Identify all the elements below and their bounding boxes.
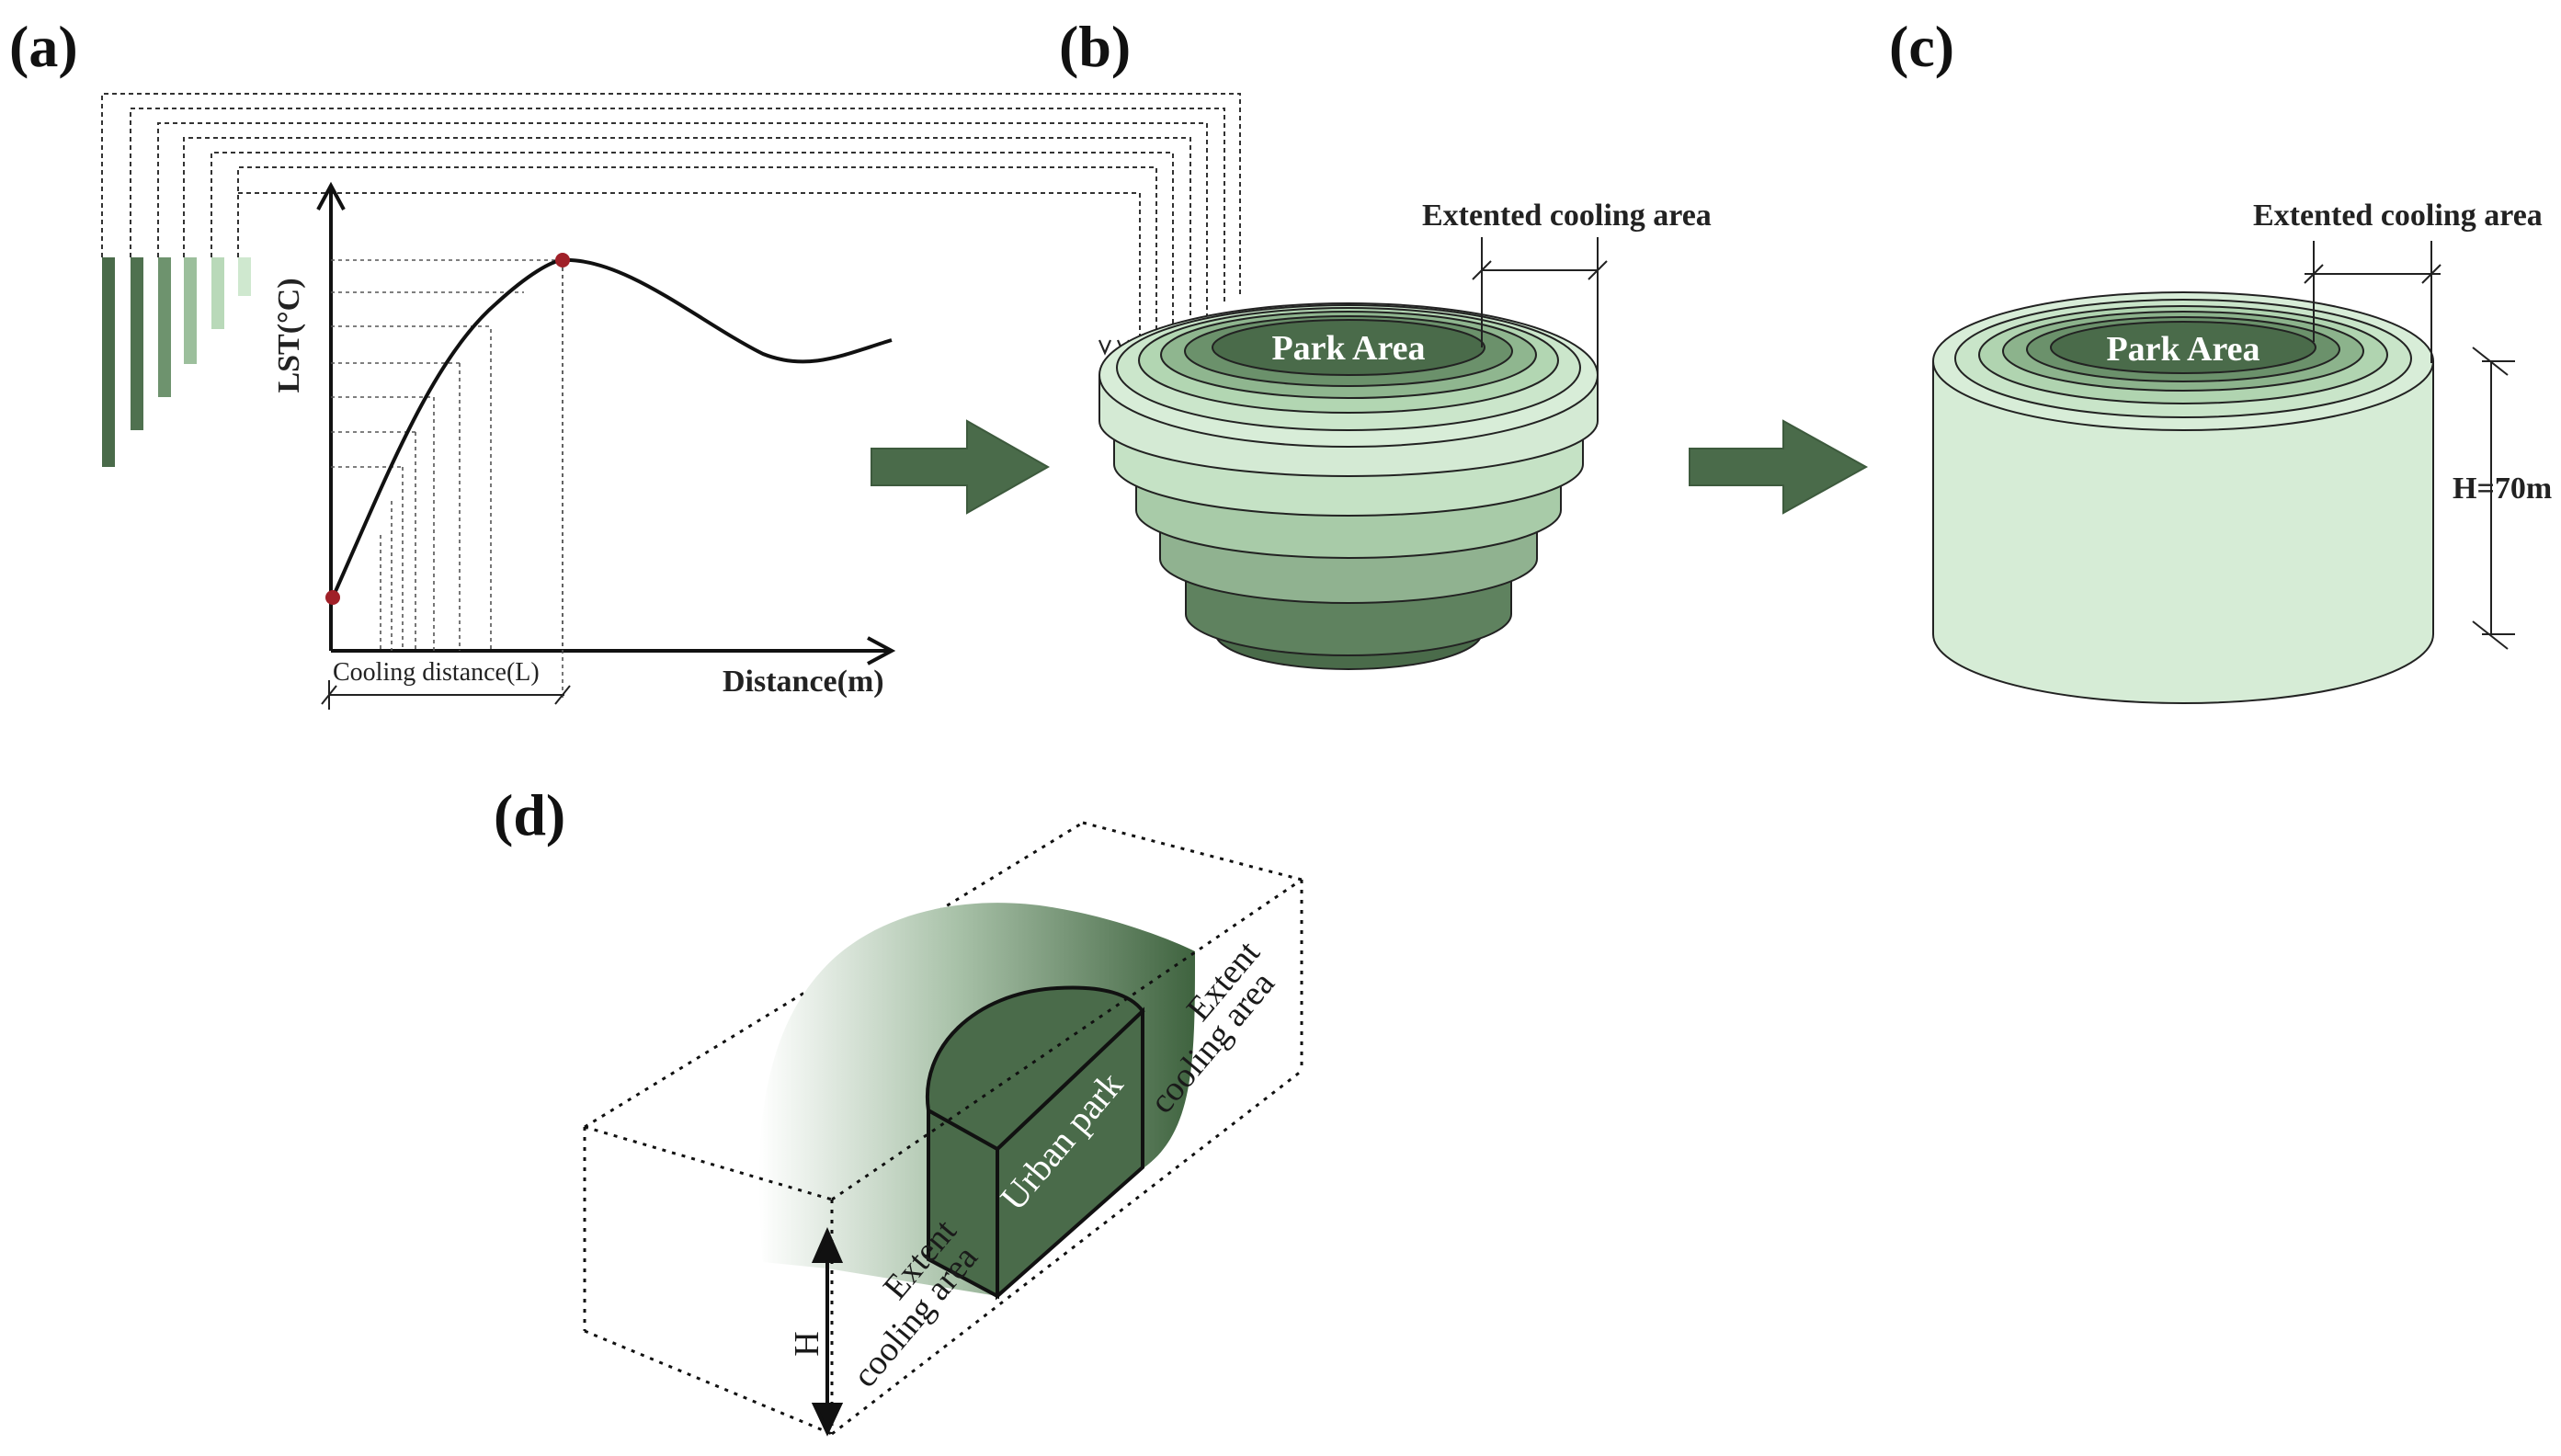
start-point-marker bbox=[325, 590, 340, 605]
cooling-distance-label: Cooling distance(L) bbox=[333, 658, 540, 687]
height-arrow bbox=[811, 1227, 844, 1437]
box-frame-back bbox=[584, 821, 1303, 1129]
panel-label-a: (a) bbox=[9, 14, 78, 79]
panel-c-extended-label: Extented cooling area bbox=[2253, 199, 2543, 233]
panel-label-b: (b) bbox=[1059, 14, 1131, 79]
connector-lines bbox=[101, 93, 1241, 347]
cooling-distance-dimension bbox=[321, 680, 571, 710]
panel-c-height-dimension bbox=[2472, 347, 2515, 650]
y-axis-label: LST(°C) bbox=[272, 278, 306, 392]
x-axis-label: Distance(m) bbox=[723, 665, 884, 699]
urban-park-block bbox=[925, 985, 1145, 1301]
panel-label-c: (c) bbox=[1889, 14, 1954, 79]
panel-b-extended-label: Extented cooling area bbox=[1422, 199, 1712, 233]
lst-curve bbox=[331, 257, 893, 598]
panel-c-extended-dimension bbox=[2304, 241, 2441, 363]
panel-b-extended-dimension bbox=[1472, 237, 1608, 375]
panel-b-stepped-cone bbox=[1098, 302, 1599, 670]
panel-a: LST(°C) Distance(m) Cooling distance(L) bbox=[101, 93, 1241, 710]
panel-c-cylinder bbox=[1932, 291, 2434, 704]
panel-label-d: (d) bbox=[494, 782, 565, 847]
panel-c-height-label: H=70m bbox=[2453, 472, 2552, 506]
panel-c-park-label: Park Area bbox=[2106, 330, 2259, 369]
box-frame-front bbox=[583, 878, 1303, 1436]
peak-point-marker bbox=[555, 253, 570, 267]
cooling-bars bbox=[102, 257, 251, 467]
graph-guides bbox=[331, 259, 563, 699]
height-label: H bbox=[788, 1331, 826, 1356]
panel-d: H Urban park Extent cooling area Extent … bbox=[583, 821, 1303, 1437]
graph-axes bbox=[316, 181, 896, 665]
arrow-a-to-b bbox=[871, 419, 1051, 515]
arrow-b-to-c bbox=[1689, 419, 1869, 515]
panel-b-park-label: Park Area bbox=[1271, 329, 1425, 368]
